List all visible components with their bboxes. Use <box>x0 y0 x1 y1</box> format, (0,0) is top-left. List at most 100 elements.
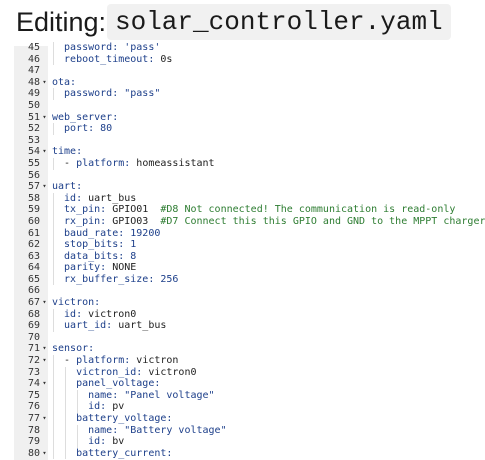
fold-arrow-icon[interactable]: ▾ <box>42 414 47 422</box>
code-token: battery_voltage: <box>76 413 173 424</box>
fold-arrow-icon[interactable]: ▾ <box>42 356 47 365</box>
indent-guide <box>53 389 54 402</box>
code-token: id: <box>88 436 113 448</box>
code-text: parity: NONE <box>64 262 136 274</box>
line-number: 45 <box>27 42 40 53</box>
line-number: 62 <box>27 239 40 251</box>
code-token: sensor: <box>52 343 95 355</box>
code-line[interactable]: 79 id: bv <box>14 436 474 448</box>
indent-guide <box>53 227 54 240</box>
fold-arrow-icon[interactable]: ▾ <box>42 298 47 307</box>
code-line[interactable]: 51▾web_server: <box>14 112 474 124</box>
indent-guide <box>65 366 67 379</box>
fold-arrow-icon[interactable]: ▾ <box>42 182 47 191</box>
code-token: id: <box>88 401 113 413</box>
code-line[interactable]: 53 <box>14 135 474 147</box>
indent-guide <box>53 320 54 332</box>
indent-guide <box>53 366 54 379</box>
line-number: 60 <box>27 215 40 227</box>
line-number: 54 <box>27 146 40 158</box>
code-token: rx_pin: <box>64 215 113 227</box>
indent-guide <box>53 53 54 66</box>
line-number: 57 <box>27 181 40 193</box>
code-line[interactable]: 74▾panel_voltage: <box>14 378 474 390</box>
code-line[interactable]: 71▾sensor: <box>14 343 474 355</box>
code-line[interactable]: 56 <box>14 170 474 182</box>
code-line[interactable]: 67▾victron: <box>14 297 474 309</box>
code-token: uart: <box>52 181 83 193</box>
code-line[interactable]: 48▾ota: <box>14 77 474 89</box>
indent-guide <box>53 436 54 448</box>
indent-guide <box>53 88 54 100</box>
code-line[interactable]: 46 reboot_timeout: 0s <box>14 53 474 66</box>
line-number: 46 <box>27 53 40 65</box>
line-number: 58 <box>27 192 40 204</box>
code-text: id: bv <box>88 436 124 448</box>
code-line[interactable]: 60 rx_pin: GPIO03 #D7 Connect this this G… <box>14 215 485 228</box>
code-line[interactable]: 77▾ battery_voltage: <box>14 413 474 425</box>
code-token: name: <box>88 389 125 401</box>
fold-arrow-icon[interactable]: ▾ <box>42 112 47 121</box>
code-token: panel_voltage: <box>76 378 161 390</box>
code-line[interactable]: 66 <box>14 285 474 297</box>
code-line[interactable]: 50 <box>14 100 474 112</box>
code-line[interactable]: 47 <box>14 65 474 77</box>
code-token: bv <box>112 436 125 448</box>
code-line[interactable]: 80▾battery_current: <box>14 447 474 460</box>
fold-arrow-icon[interactable]: ▾ <box>42 379 47 388</box>
code-line[interactable]: 57▾ uart: <box>14 181 474 193</box>
code-token: name: <box>88 424 125 436</box>
code-token: data_bits: <box>64 250 131 262</box>
code-text: password: 'pass' <box>64 42 160 54</box>
code-text: - platform: victron <box>64 355 178 367</box>
code-line[interactable]: 45 password: 'pass' <box>14 42 474 54</box>
code-token: "Panel voltage" <box>124 389 215 401</box>
code-text: victron_id: victron0 <box>76 367 196 379</box>
code-line[interactable]: 72▾- platform: victron <box>14 355 474 367</box>
line-number: 67 <box>27 297 40 309</box>
fold-arrow-icon[interactable]: ▾ <box>42 147 47 156</box>
line-number: 59 <box>27 204 40 216</box>
code-text: stop_bits: 1 <box>64 239 136 251</box>
indent-guide <box>53 192 54 205</box>
code-token: victron0 <box>88 308 137 320</box>
code-token: 1 <box>130 239 137 251</box>
code-token: pv <box>112 401 125 413</box>
code-token: 80 <box>100 123 113 135</box>
code-text: password: "pass" <box>64 88 160 100</box>
code-token: port: <box>64 123 101 135</box>
code-text: reboot_timeout: 0s <box>64 54 172 66</box>
code-token: web_server: <box>52 111 119 123</box>
code-line[interactable]: 55- platform: homeassistant <box>14 157 474 170</box>
code-line[interactable]: 70 <box>14 332 474 344</box>
code-token: - <box>64 355 77 367</box>
fold-arrow-icon[interactable]: ▾ <box>42 448 47 457</box>
fold-arrow-icon[interactable]: ▾ <box>42 77 47 86</box>
fold-arrow-icon[interactable]: ▾ <box>42 344 47 353</box>
code-text: - platform: homeassistant <box>64 158 215 170</box>
code-text: rx_pin: GPIO03 #D7 Connect this this GPI… <box>64 216 485 228</box>
code-token: 19200 <box>130 227 161 239</box>
line-number: 77 <box>27 413 40 424</box>
code-line[interactable]: 62 stop_bits: 1 <box>14 239 474 251</box>
code-text: rx_buffer_size: 256 <box>64 274 178 286</box>
line-number: 79 <box>27 436 40 448</box>
indent-guide <box>53 250 54 263</box>
code-line[interactable]: 54▾time: <box>14 146 474 158</box>
code-text: baud_rate: 19200 <box>64 228 160 240</box>
